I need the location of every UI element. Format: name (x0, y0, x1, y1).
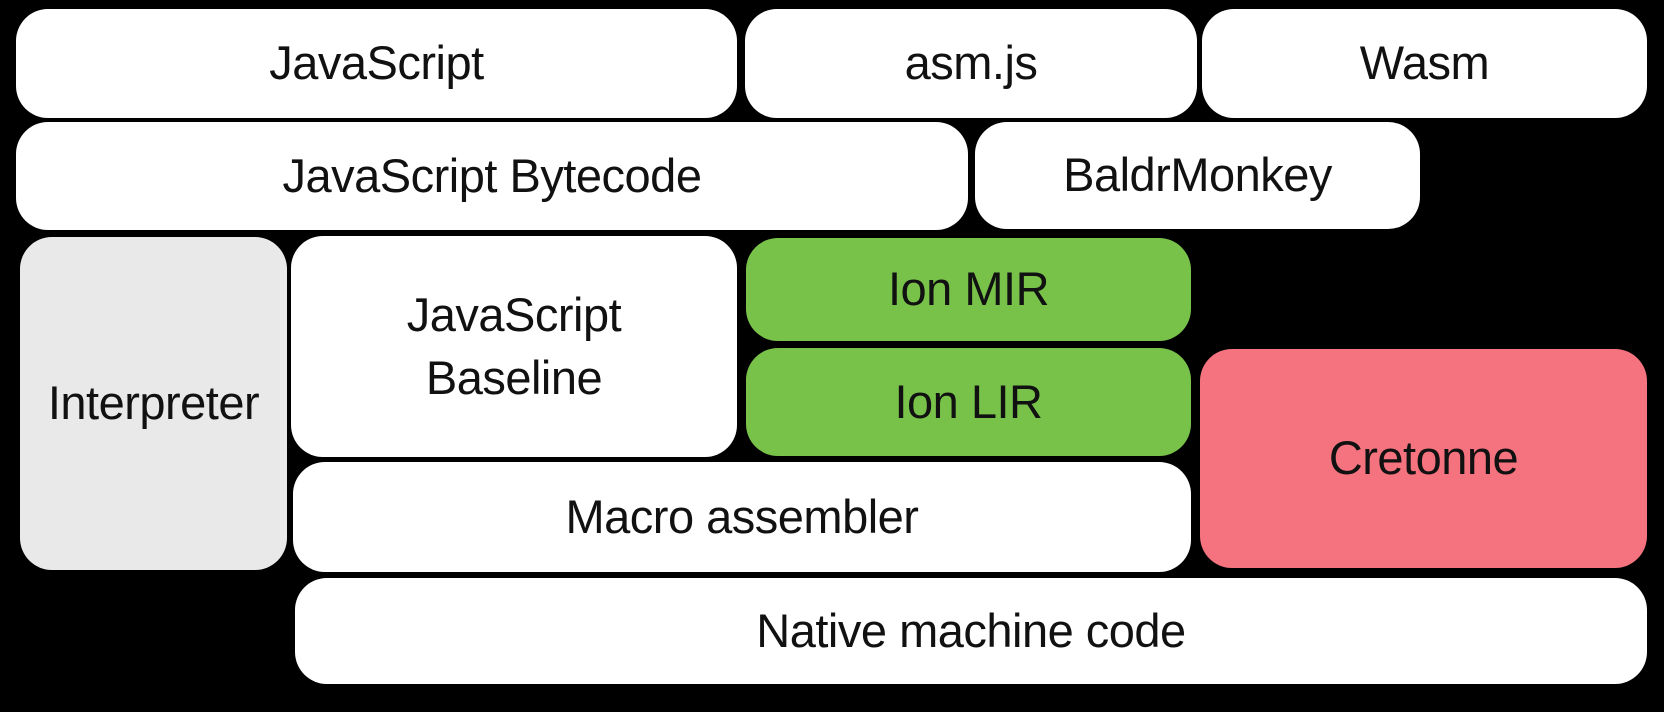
macro-assembler-box: Macro assembler (293, 462, 1191, 572)
javascript-box: JavaScript (16, 9, 737, 118)
javascript-bytecode-box: JavaScript Bytecode (16, 122, 968, 230)
wasm-box: Wasm (1202, 9, 1647, 118)
asmjs-box: asm.js (745, 9, 1197, 118)
native-machine-code-box: Native machine code (295, 578, 1647, 684)
ion-mir-box: Ion MIR (746, 238, 1191, 341)
interpreter-box: Interpreter (20, 237, 287, 570)
ion-lir-box: Ion LIR (746, 348, 1191, 456)
javascript-baseline-box: JavaScript Baseline (291, 236, 737, 457)
cretonne-box: Cretonne (1200, 349, 1647, 568)
baldrmonkey-box: BaldrMonkey (975, 122, 1420, 229)
